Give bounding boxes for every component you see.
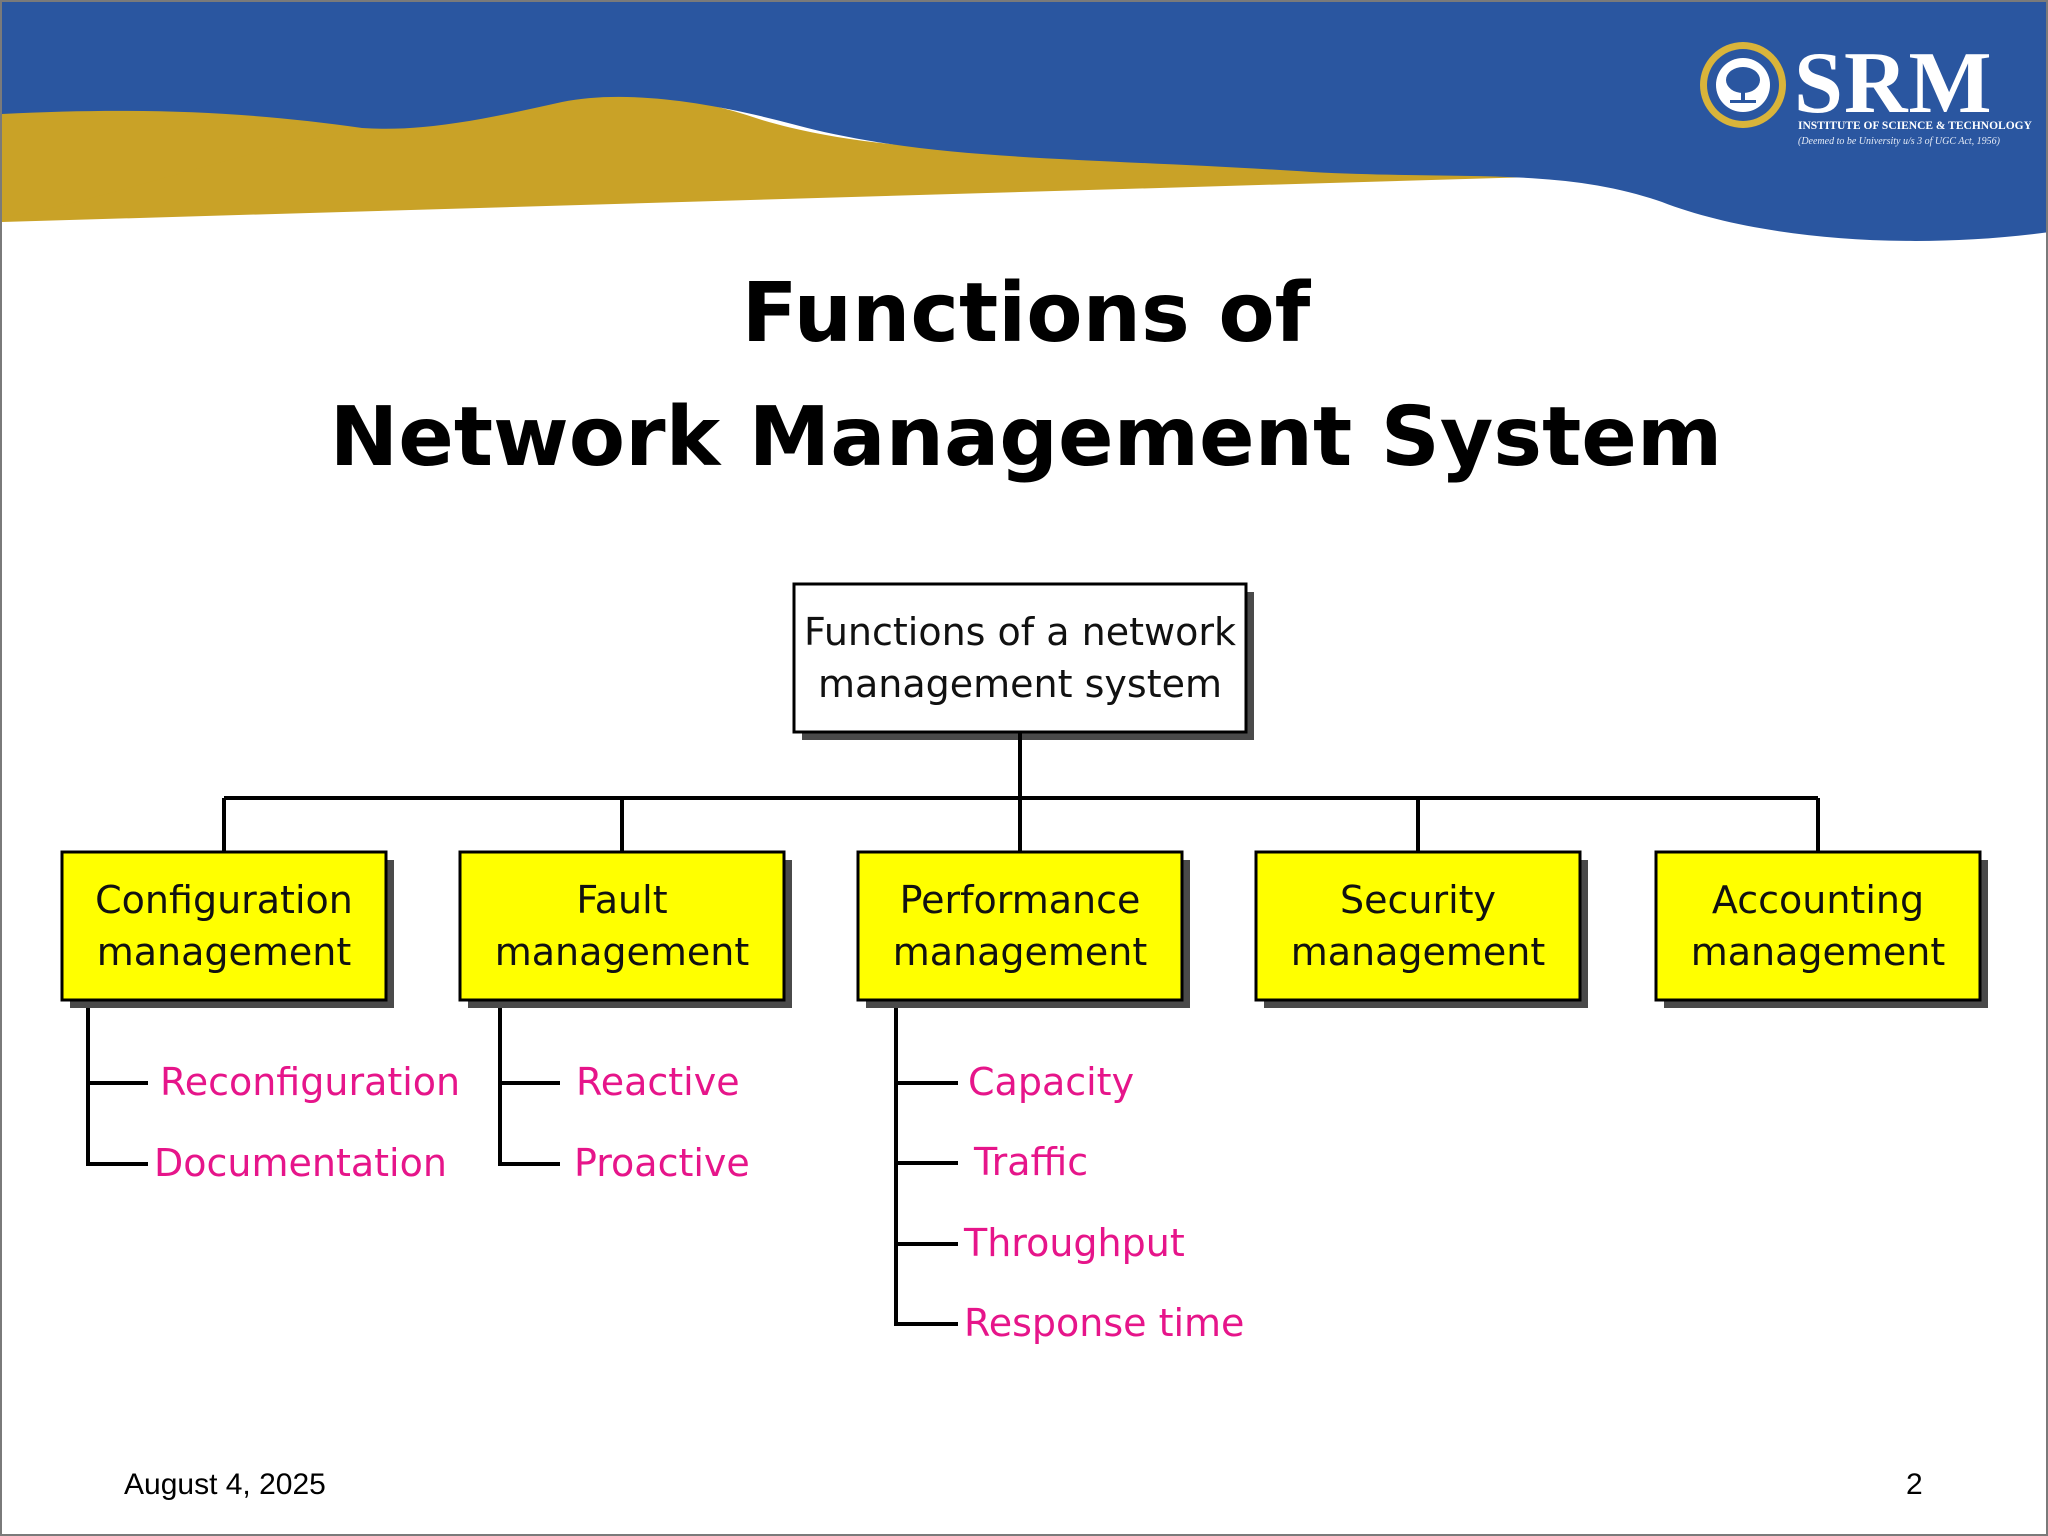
leaf-item-traffic: Traffic <box>974 1140 1089 1184</box>
branch-configuration <box>86 1008 148 1166</box>
category-label-accounting: Accounting management <box>1656 874 1980 978</box>
leaf-item-reactive: Reactive <box>576 1060 740 1104</box>
category-label-line-2: management <box>892 930 1148 974</box>
root-box <box>792 582 1248 734</box>
category-label-line-1: Performance <box>899 878 1141 922</box>
leaf-item-response-time: Response time <box>964 1301 1245 1345</box>
page-number: 2 <box>1906 1468 1923 1501</box>
title-line-2: Network Management System <box>329 390 1723 485</box>
blue-wave <box>2 2 2046 241</box>
root-label-line-2: management system <box>817 662 1222 706</box>
branch-performance <box>894 1008 958 1326</box>
logo-tagline: (Deemed to be University u/s 3 of UGC Ac… <box>1798 136 2000 147</box>
category-box-security <box>1254 850 1582 1002</box>
category-label-line-1: Accounting <box>1711 878 1925 922</box>
category-label-line-2: management <box>1290 930 1546 974</box>
category-label-fault: Fault management <box>460 874 784 978</box>
branch-fault <box>498 1008 560 1166</box>
category-label-security: Security management <box>1256 874 1580 978</box>
category-label-performance: Performance management <box>858 874 1182 978</box>
category-label-line-2: management <box>96 930 352 974</box>
title-line-1: Functions of <box>741 266 1311 361</box>
leaf-item-proactive: Proactive <box>574 1141 750 1185</box>
leaf-item-throughput: Throughput <box>964 1221 1185 1265</box>
category-label-configuration: Configuration management <box>62 874 386 978</box>
category-label-line-1: Security <box>1339 878 1497 922</box>
category-label-line-1: Fault <box>576 878 668 922</box>
category-box-performance <box>856 850 1184 1002</box>
gold-wave-left <box>2 100 352 217</box>
category-box-configuration <box>60 850 388 1002</box>
logo-wordmark: SRM <box>1794 35 1993 132</box>
leaf-item-capacity: Capacity <box>968 1060 1135 1104</box>
leaf-item-documentation: Documentation <box>154 1141 447 1185</box>
logo-subtitle: INSTITUTE OF SCIENCE & TECHNOLOGY <box>1798 120 2032 132</box>
slide-date: August 4, 2025 <box>124 1468 326 1501</box>
leaf-item-reconfiguration: Reconfiguration <box>160 1060 461 1104</box>
university-seal-icon <box>1700 42 1786 128</box>
header-banner <box>2 2 2046 252</box>
category-label-line-1: Configuration <box>95 878 353 922</box>
category-box-fault <box>458 850 786 1002</box>
srm-logo: SRM INSTITUTE OF SCIENCE & TECHNOLOGY (D… <box>1694 35 2032 158</box>
root-label-line-1: Functions of a network <box>804 610 1236 654</box>
root-box-label: Functions of a network management system <box>794 606 1246 710</box>
category-label-line-2: management <box>1690 930 1946 974</box>
page-title: Functions of Network Management System <box>2 252 2046 500</box>
category-box-accounting <box>1654 850 1982 1002</box>
category-label-line-2: management <box>494 930 750 974</box>
